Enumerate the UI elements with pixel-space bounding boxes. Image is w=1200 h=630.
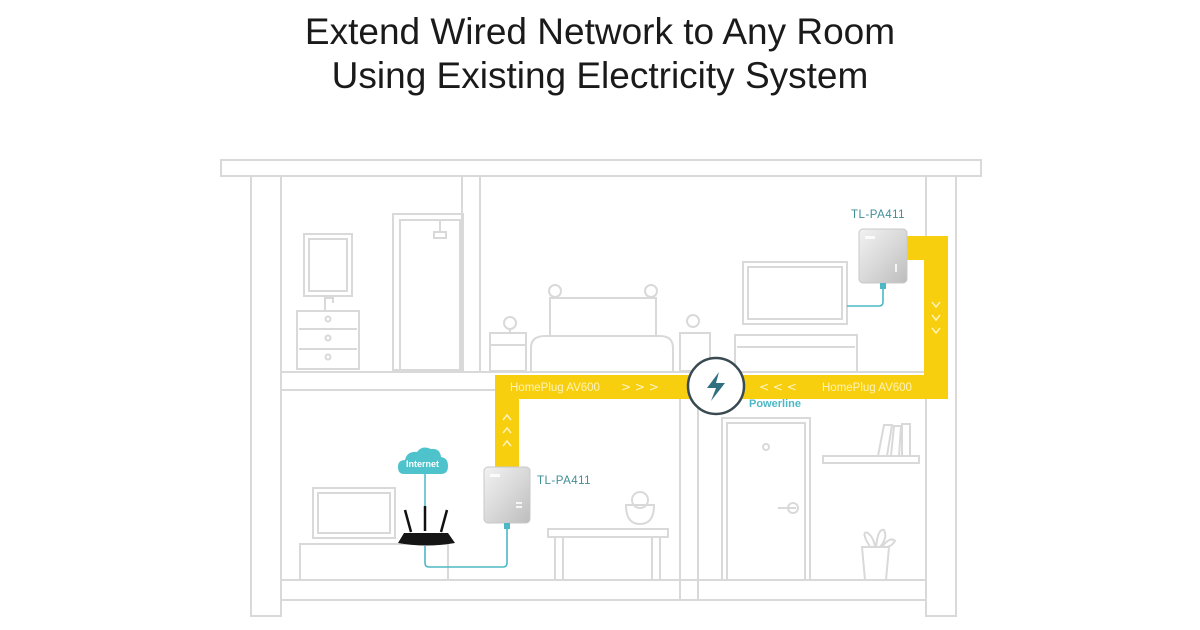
wall-shelf [822, 455, 920, 464]
tv-upper [742, 261, 848, 325]
headline-line-1: Extend Wired Network to Any Room [304, 11, 896, 52]
path-left-horizontal [495, 375, 700, 399]
top-powerline-adapter [847, 228, 908, 307]
bed-headboard [549, 297, 657, 337]
bathroom [296, 213, 464, 371]
living-room [299, 487, 669, 581]
fruit-bowl [624, 504, 656, 526]
upward-arrows [502, 413, 512, 447]
table-top [547, 528, 669, 538]
nightstand-left [489, 332, 527, 372]
internet-label: Internet [406, 459, 439, 469]
path-right-vertical [924, 236, 948, 399]
left-path-label: HomePlug AV600 [510, 382, 600, 394]
shower-door [392, 213, 464, 371]
lightning-bolt-icon [707, 372, 725, 401]
cloud-icon [398, 447, 448, 474]
right-path-label: HomePlug AV600 [822, 382, 912, 394]
up-arrow [502, 413, 512, 421]
down-arrow [931, 301, 941, 309]
left-path-arrows: > > > [621, 380, 659, 394]
ethernet-cable [847, 289, 884, 307]
bedroom [489, 261, 858, 373]
bottom-adapter-label: TL-PA411 [537, 475, 591, 487]
ground-floor [280, 579, 927, 601]
right-path-arrows: < < < [759, 380, 797, 394]
up-arrow [502, 426, 512, 434]
tv-lower [312, 487, 396, 539]
down-arrow [931, 314, 941, 322]
homeplug-path [495, 236, 948, 467]
router-icon [398, 506, 455, 546]
entry-door [721, 417, 811, 581]
down-arrow [931, 327, 941, 335]
plant-pot [860, 546, 891, 581]
mirror [303, 233, 353, 297]
powerline-hub [686, 356, 746, 416]
roof-beam [220, 159, 982, 177]
lower-partition [679, 389, 699, 601]
left-wall [250, 175, 282, 617]
bed [530, 335, 674, 371]
up-arrow [502, 439, 512, 447]
path-right-horizontal [730, 375, 948, 399]
downward-arrows [931, 301, 941, 335]
sideboard [299, 543, 449, 581]
top-adapter-label: TL-PA411 [851, 209, 905, 221]
ethernet-cable [424, 529, 508, 568]
upper-partition [461, 175, 481, 373]
powerline-label: Powerline [749, 398, 801, 410]
hallway [721, 417, 920, 581]
bathroom-cabinet [296, 310, 360, 370]
bottom-powerline-adapter [424, 466, 531, 568]
tv-cabinet [734, 334, 858, 373]
headline-line-2: Using Existing Electricity System [331, 55, 869, 96]
